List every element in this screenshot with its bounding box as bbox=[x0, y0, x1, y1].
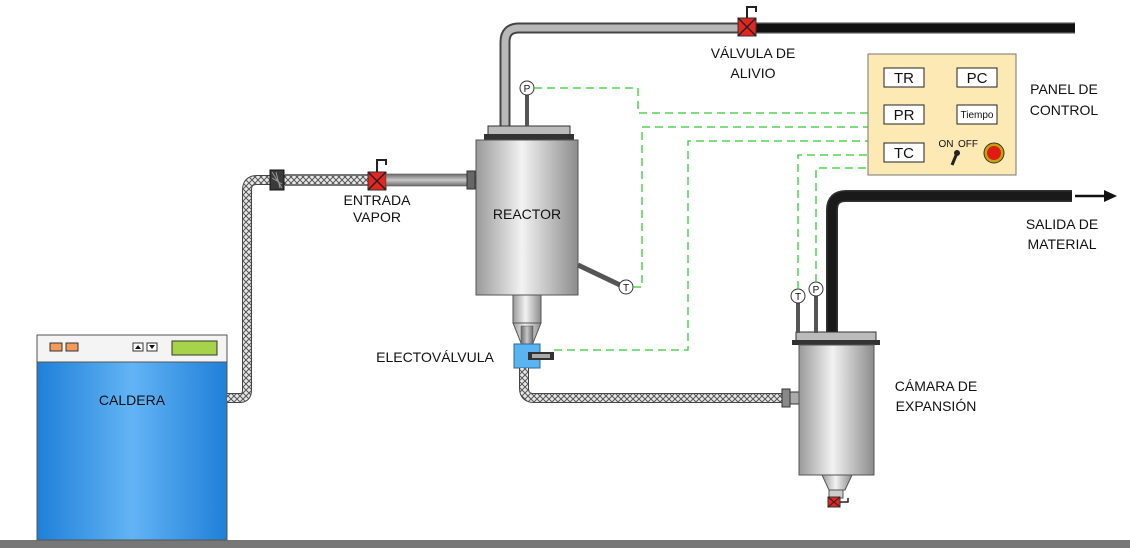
electrovalve-label: ELECTOVÁLVULA bbox=[376, 349, 494, 365]
pr-indicator[interactable]: PR bbox=[883, 104, 925, 125]
steam-hose bbox=[227, 176, 285, 402]
boiler-label: CALDERA bbox=[99, 392, 166, 408]
svg-text:PR: PR bbox=[894, 107, 915, 124]
chamber-pressure-gauge: P bbox=[808, 281, 824, 297]
off-label: OFF bbox=[958, 139, 978, 150]
chamber-label-1: CÁMARA DE bbox=[895, 378, 977, 394]
floor-line bbox=[0, 540, 1130, 548]
drain-valve[interactable] bbox=[827, 496, 849, 508]
svg-text:TC: TC bbox=[894, 145, 914, 162]
tc-indicator[interactable]: TC bbox=[883, 142, 925, 163]
transfer-hose-outline bbox=[519, 368, 785, 403]
reactor: REACTOR bbox=[475, 125, 579, 345]
panel-label-2: CONTROL bbox=[1030, 102, 1099, 118]
entry-label-1: ENTRADA bbox=[344, 192, 412, 208]
svg-text:Tiempo: Tiempo bbox=[961, 110, 994, 121]
relief-label-2: ALIVIO bbox=[730, 65, 775, 81]
chamber-temperature-gauge: T bbox=[790, 288, 806, 304]
arrow-down-icon bbox=[149, 345, 155, 349]
output-label-1: SALIDA DE bbox=[1026, 216, 1098, 232]
output-pipe bbox=[827, 191, 1072, 335]
on-label: ON bbox=[939, 139, 954, 150]
tiempo-indicator[interactable]: Tiempo bbox=[956, 104, 998, 125]
electrovalve[interactable] bbox=[513, 343, 554, 369]
signal-lines bbox=[534, 87, 868, 351]
pc-indicator[interactable]: PC bbox=[956, 67, 998, 88]
svg-text:T: T bbox=[623, 283, 629, 294]
tr-indicator[interactable]: TR bbox=[883, 67, 925, 88]
boiler: CALDERA bbox=[36, 334, 228, 541]
reactor-temperature-gauge: T bbox=[618, 279, 634, 295]
emergency-stop-button[interactable] bbox=[983, 142, 1005, 164]
control-panel: TR PC PR Tiempo TC ON OFF bbox=[867, 53, 1017, 176]
relief-label-1: VÁLVULA DE bbox=[711, 45, 796, 61]
entry-label-2: VAPOR bbox=[353, 209, 401, 225]
panel-label-1: PANEL DE bbox=[1030, 81, 1098, 97]
boiler-led-2 bbox=[65, 342, 79, 352]
relief-pipe bbox=[501, 24, 740, 128]
boiler-led-1 bbox=[49, 342, 63, 352]
svg-text:PC: PC bbox=[967, 70, 988, 87]
power-switch[interactable] bbox=[950, 150, 960, 166]
boiler-display bbox=[171, 340, 218, 356]
expansion-chamber bbox=[792, 331, 880, 499]
svg-text:P: P bbox=[524, 84, 531, 95]
svg-text:T: T bbox=[795, 292, 801, 303]
steam-hose-outline bbox=[227, 175, 285, 403]
entry-valve[interactable] bbox=[367, 159, 387, 191]
output-label-2: MATERIAL bbox=[1028, 236, 1097, 252]
reactor-label: REACTOR bbox=[493, 206, 561, 222]
svg-text:P: P bbox=[813, 285, 820, 296]
relief-valve[interactable] bbox=[737, 6, 757, 37]
steam-pipe bbox=[385, 173, 471, 187]
chamber-label-2: EXPANSIÓN bbox=[896, 398, 977, 414]
arrow-up-icon bbox=[135, 345, 141, 349]
arrow-right-icon bbox=[1104, 190, 1117, 202]
reactor-pressure-gauge: P bbox=[519, 80, 535, 96]
transfer-hose bbox=[520, 368, 785, 402]
svg-text:TR: TR bbox=[894, 70, 914, 87]
